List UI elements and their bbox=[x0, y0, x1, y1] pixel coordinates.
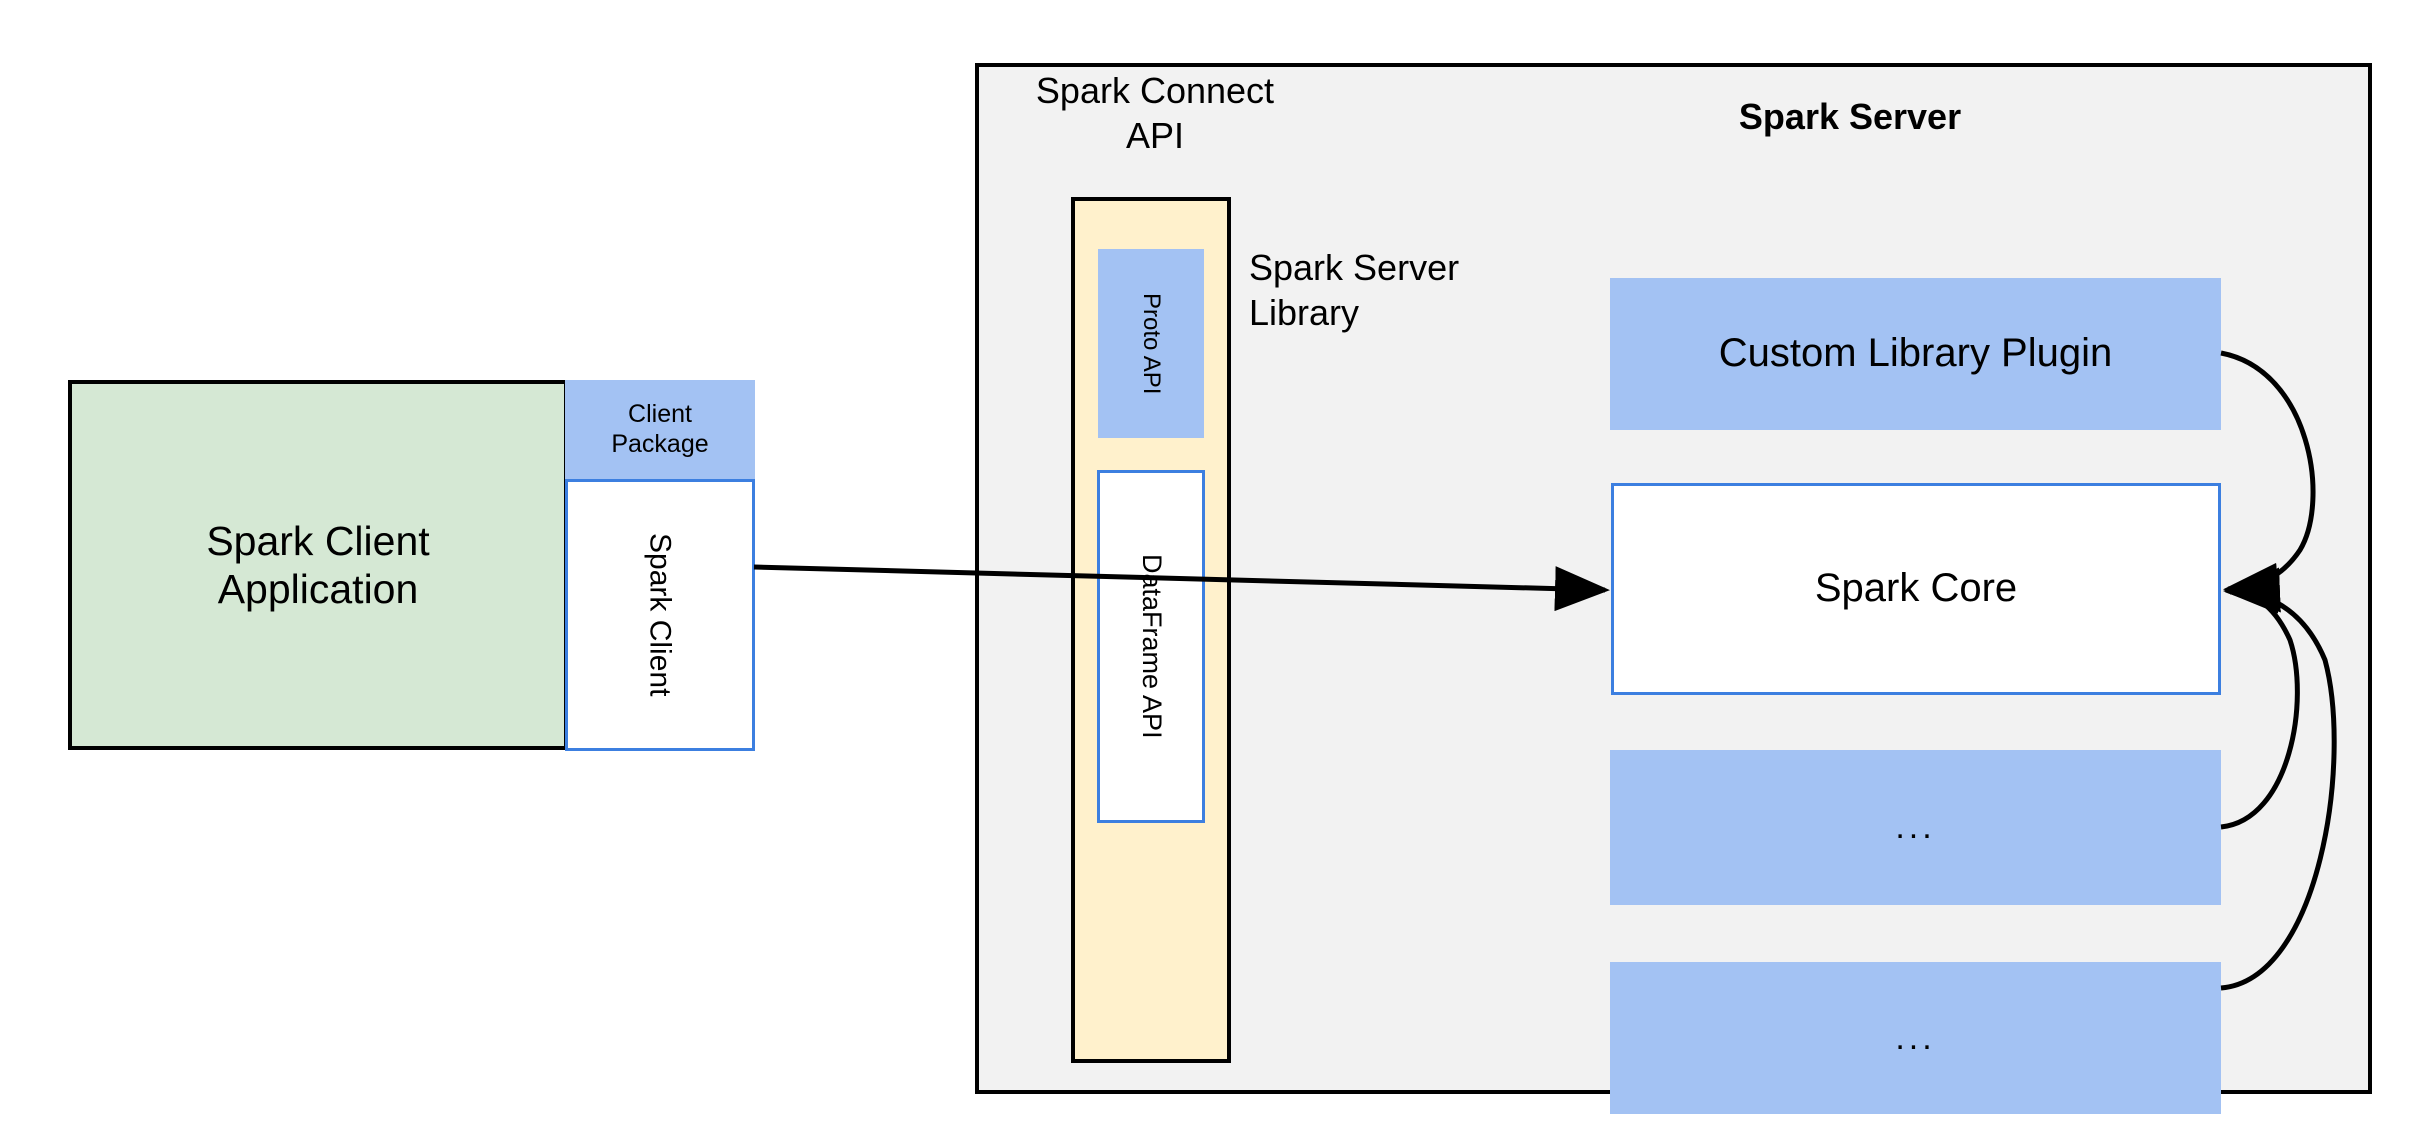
spark-core-label: Spark Core bbox=[1814, 566, 2018, 611]
custom-library-plugin-label: Custom Library Plugin bbox=[1718, 331, 2113, 376]
spark-server-library-line2: Library bbox=[1249, 292, 1360, 333]
spark-client-box: Spark Client bbox=[565, 479, 755, 751]
client-package-line2: Package bbox=[611, 429, 709, 458]
dataframe-api-box: DataFrame API bbox=[1097, 470, 1205, 823]
spark-server-title: Spark Server bbox=[1738, 96, 1962, 137]
dataframe-api-label: DataFrame API bbox=[1136, 554, 1167, 739]
spark-server-library-line1: Spark Server bbox=[1249, 247, 1460, 288]
proto-api-box: Proto API bbox=[1098, 249, 1204, 438]
client-app-line2: Application bbox=[217, 566, 419, 612]
spark-client-application-box: Spark Client Application bbox=[68, 380, 568, 750]
spark-connect-api-label: Spark Connect API bbox=[1010, 68, 1300, 158]
spark-server-library-label: Spark Server Library bbox=[1249, 245, 1549, 335]
custom-library-plugin-box: Custom Library Plugin bbox=[1610, 278, 2221, 430]
spark-connect-api-label-line1: Spark Connect bbox=[1035, 70, 1275, 111]
placeholder-1-label: ... bbox=[1895, 808, 1936, 847]
spark-connect-api-label-line2: API bbox=[1125, 115, 1185, 156]
placeholder-2-label: ... bbox=[1895, 1018, 1936, 1057]
server-component-placeholder-2: ... bbox=[1610, 962, 2221, 1114]
client-package-label: Client Package bbox=[611, 400, 708, 459]
spark-client-label: Spark Client bbox=[643, 533, 677, 697]
proto-api-label: Proto API bbox=[1138, 292, 1166, 395]
client-package-box: Client Package bbox=[565, 380, 755, 479]
client-package-line1: Client bbox=[628, 400, 692, 428]
spark-client-application-label: Spark Client Application bbox=[196, 517, 439, 614]
spark-core-box: Spark Core bbox=[1611, 483, 2221, 695]
server-component-placeholder-1: ... bbox=[1610, 750, 2221, 905]
client-app-line1: Spark Client bbox=[206, 517, 430, 564]
